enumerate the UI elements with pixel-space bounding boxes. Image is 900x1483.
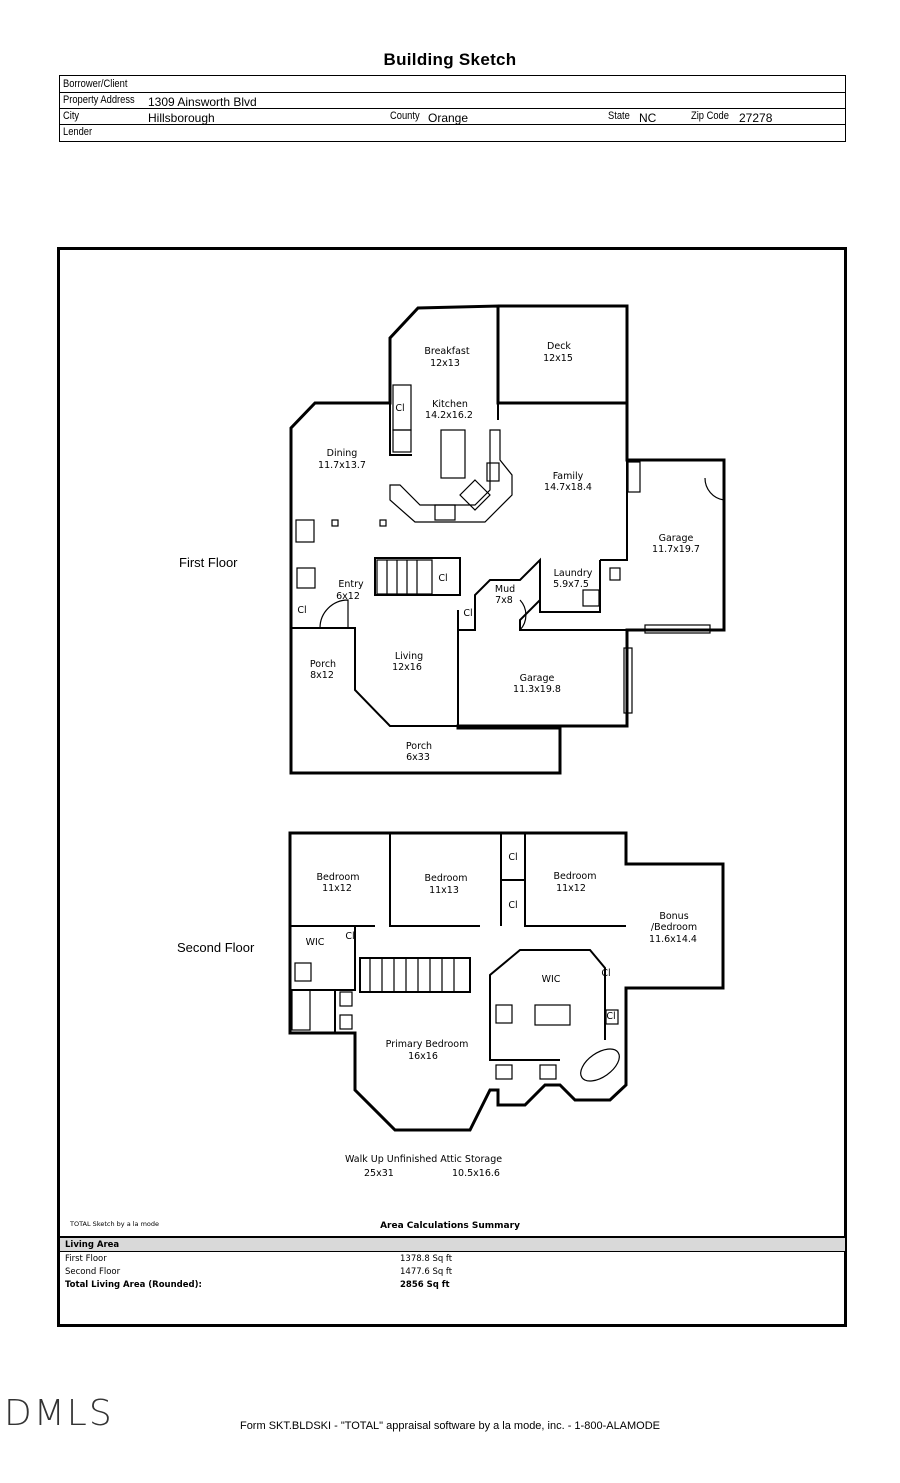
room-mud-name: Mud <box>495 584 515 595</box>
attic-dims-1: 25x31 <box>364 1168 394 1179</box>
room-breakfast-name: Breakfast <box>424 346 469 357</box>
sketch-frame <box>57 247 847 1327</box>
closet-label: Cl <box>508 852 517 863</box>
zip-value: 27278 <box>739 111 773 125</box>
borrower-label: Borrower/Client <box>63 78 128 90</box>
closet-label: Cl <box>463 608 472 619</box>
room-deck-dims: 12x15 <box>543 353 573 364</box>
room-primary-dims: 16x16 <box>408 1051 438 1062</box>
room-garage2-dims: 11.3x19.8 <box>513 684 561 695</box>
room-bonus-name2: /Bedroom <box>651 922 697 933</box>
address-label: Property Address <box>63 94 135 106</box>
room-breakfast-dims: 12x13 <box>430 358 460 369</box>
room-entry-dims: 6x12 <box>336 591 360 602</box>
address-value: 1309 Ainsworth Blvd <box>148 95 257 109</box>
room-bonus-name: Bonus <box>659 911 688 922</box>
room-dining-name: Dining <box>327 448 358 459</box>
room-family-dims: 14.7x18.4 <box>544 482 592 493</box>
room-porch1-name: Porch <box>310 659 336 670</box>
form-footer: Form SKT.BLDSKI - "TOTAL" appraisal soft… <box>239 1420 661 1432</box>
room-bed2-dims: 11x13 <box>429 885 459 896</box>
closet-label: Cl <box>601 968 610 979</box>
area-row-label: First Floor <box>65 1254 107 1264</box>
room-dining-dims: 11.7x13.7 <box>318 460 366 471</box>
room-kitchen-name: Kitchen <box>432 399 468 410</box>
first-floor-label: First Floor <box>179 555 238 570</box>
area-row-label: Second Floor <box>65 1267 121 1277</box>
second-floor-label: Second Floor <box>177 940 255 955</box>
room-wic1-name: WIC <box>306 937 325 948</box>
second-floor-fixtures <box>291 958 620 1082</box>
zip-label: Zip Code <box>691 110 729 122</box>
room-porch2-dims: 6x33 <box>406 752 430 763</box>
room-bed1-dims: 11x12 <box>322 883 352 894</box>
closet-label: Cl <box>438 573 447 584</box>
area-row-value: 1477.6 Sq ft <box>400 1267 453 1277</box>
address-row: Property Address 1309 Ainsworth Blvd <box>60 92 845 109</box>
area-total-label: Total Living Area (Rounded): <box>65 1280 202 1290</box>
attic-label: Walk Up Unfinished Attic Storage <box>345 1154 503 1165</box>
room-kitchen-dims: 14.2x16.2 <box>425 410 473 421</box>
property-info-table: Borrower/Client Property Address 1309 Ai… <box>59 75 846 142</box>
second-floor-interior <box>290 833 627 1061</box>
room-laundry-name: Laundry <box>554 568 593 579</box>
closet-label: Cl <box>297 605 306 616</box>
room-bonus-dims: 11.6x14.4 <box>649 934 697 945</box>
attic-dims-2: 10.5x16.6 <box>452 1168 500 1179</box>
area-row-value: 1378.8 Sq ft <box>400 1254 453 1264</box>
room-porch1-dims: 8x12 <box>310 670 334 681</box>
room-bed2-name: Bedroom <box>425 873 468 884</box>
room-entry-name: Entry <box>338 579 364 590</box>
closet-label: Cl <box>606 1011 615 1022</box>
living-area-heading: Living Area <box>60 1238 845 1252</box>
closet-label: Cl <box>345 931 354 942</box>
room-garage1-name: Garage <box>659 533 694 544</box>
closet-label: Cl <box>395 403 404 414</box>
borrower-row: Borrower/Client <box>60 76 845 93</box>
room-bed3-name: Bedroom <box>554 871 597 882</box>
city-label: City <box>63 110 80 122</box>
kitchen-fixtures <box>295 384 725 714</box>
room-garage2-name: Garage <box>520 673 555 684</box>
area-summary-table: Living Area First Floor 1378.8 Sq ft Sec… <box>60 1236 845 1326</box>
first-floor-walls <box>289 304 726 775</box>
state-value: NC <box>639 111 657 125</box>
city-row: City Hillsborough County Orange State NC… <box>60 108 845 125</box>
room-deck-name: Deck <box>547 341 571 352</box>
state-label: State <box>608 110 630 122</box>
county-label: County <box>390 110 420 122</box>
room-bed3-dims: 11x12 <box>556 883 586 894</box>
closet-label: Cl <box>508 900 517 911</box>
room-mud-dims: 7x8 <box>495 595 513 606</box>
sketch-credit: TOTAL Sketch by a la mode <box>70 1220 160 1228</box>
room-porch2-name: Porch <box>406 741 432 752</box>
room-living-dims: 12x16 <box>392 662 422 673</box>
room-wic2-name: WIC <box>542 974 561 985</box>
city-value: Hillsborough <box>148 111 215 125</box>
first-floor-interior <box>291 403 628 727</box>
county-value: Orange <box>428 111 469 125</box>
room-living-name: Living <box>395 651 423 662</box>
lender-row: Lender <box>60 124 845 141</box>
room-garage1-dims: 11.7x19.7 <box>652 544 700 555</box>
room-bed1-name: Bedroom <box>317 872 360 883</box>
second-floor-walls <box>288 831 725 1132</box>
room-family-name: Family <box>553 471 584 482</box>
dmls-watermark: DMLS <box>4 1393 114 1434</box>
room-primary-name: Primary Bedroom <box>386 1039 469 1050</box>
area-summary-title: Area Calculations Summary <box>380 1221 520 1231</box>
page-title: Building Sketch <box>383 50 517 69</box>
room-laundry-dims: 5.9x7.5 <box>553 579 589 590</box>
area-total-value: 2856 Sq ft <box>400 1280 450 1290</box>
lender-label: Lender <box>63 126 93 138</box>
